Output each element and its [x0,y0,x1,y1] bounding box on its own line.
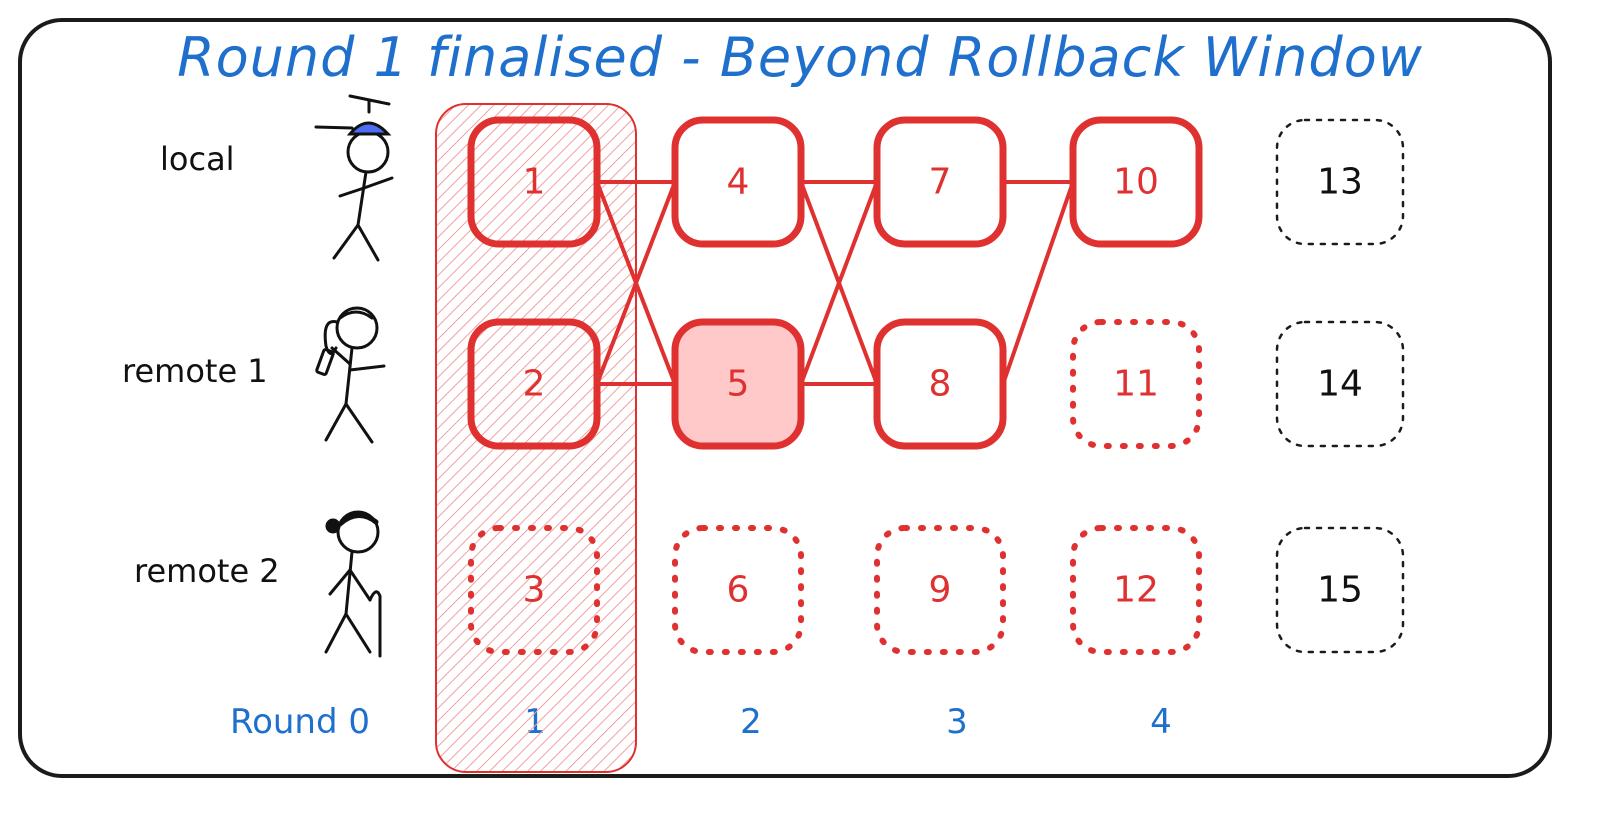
frame-node-14: 14 [1275,320,1405,448]
frame-label-1: 1 [523,162,546,203]
round-label-4: 4 [1150,702,1172,742]
frame-node-12: 12 [1070,525,1202,655]
frame-node-11: 11 [1070,319,1202,449]
frame-node-5: 5 [671,318,805,450]
finalised-round-band [435,103,637,773]
participant-label-remote-1: remote 1 [122,352,268,390]
frame-label-4: 4 [727,162,750,203]
participant-label-local: local [160,140,235,178]
frame-label-13: 13 [1317,162,1363,203]
frame-node-13: 13 [1275,118,1405,246]
frame-box-7 [873,116,1007,248]
frame-label-2: 2 [523,364,546,405]
frame-node-8: 8 [873,318,1007,450]
frame-box-4 [671,116,805,248]
frame-label-14: 14 [1317,364,1363,405]
round-label-3: 3 [946,702,968,742]
link-5-7 [799,180,879,386]
frame-node-1: 1 [467,116,601,248]
frame-box-1 [467,116,601,248]
frame-box-6 [672,525,804,655]
frame-box-15 [1275,526,1405,654]
diagram-title: Round 1 finalised - Beyond Rollback Wind… [177,26,1423,89]
frame-node-6: 6 [672,525,804,655]
frame-box-3 [468,525,600,655]
frame-label-7: 7 [929,162,952,203]
frame-node-3: 3 [468,525,600,655]
frame-box-5 [671,318,805,450]
local-stick-figure-icon [314,94,394,262]
frame-node-2: 2 [467,318,601,450]
frame-label-12: 12 [1113,570,1159,611]
frame-label-11: 11 [1113,364,1159,405]
frame-box-11 [1070,319,1202,449]
frame-label-8: 8 [929,364,952,405]
link-8-10 [1001,180,1075,386]
participant-label-remote-2: remote 2 [134,552,280,590]
frame-box-10 [1069,116,1203,248]
frame-box-2 [467,318,601,450]
link-2-4 [595,180,677,386]
frame-label-15: 15 [1317,570,1363,611]
frame-box-8 [873,318,1007,450]
round-label-2: 2 [740,702,762,742]
frame-label-5: 5 [727,364,750,405]
frame-box-13 [1275,118,1405,246]
frame-node-10: 10 [1069,116,1203,248]
diagram-frame [18,18,1552,778]
remote-2-stick-figure-icon [324,510,382,658]
frame-label-6: 6 [727,570,750,611]
link-layer [595,180,1075,386]
frame-box-9 [874,525,1006,655]
frame-node-9: 9 [874,525,1006,655]
frame-label-9: 9 [929,570,952,611]
frame-label-3: 3 [523,570,546,611]
frame-node-4: 4 [671,116,805,248]
frame-node-15: 15 [1275,526,1405,654]
frame-box-14 [1275,320,1405,448]
round-label-0: Round 0 [229,702,371,742]
frame-label-10: 10 [1113,162,1159,203]
remote-1-stick-figure-icon [315,306,386,444]
frame-node-7: 7 [873,116,1007,248]
frame-box-12 [1070,525,1202,655]
